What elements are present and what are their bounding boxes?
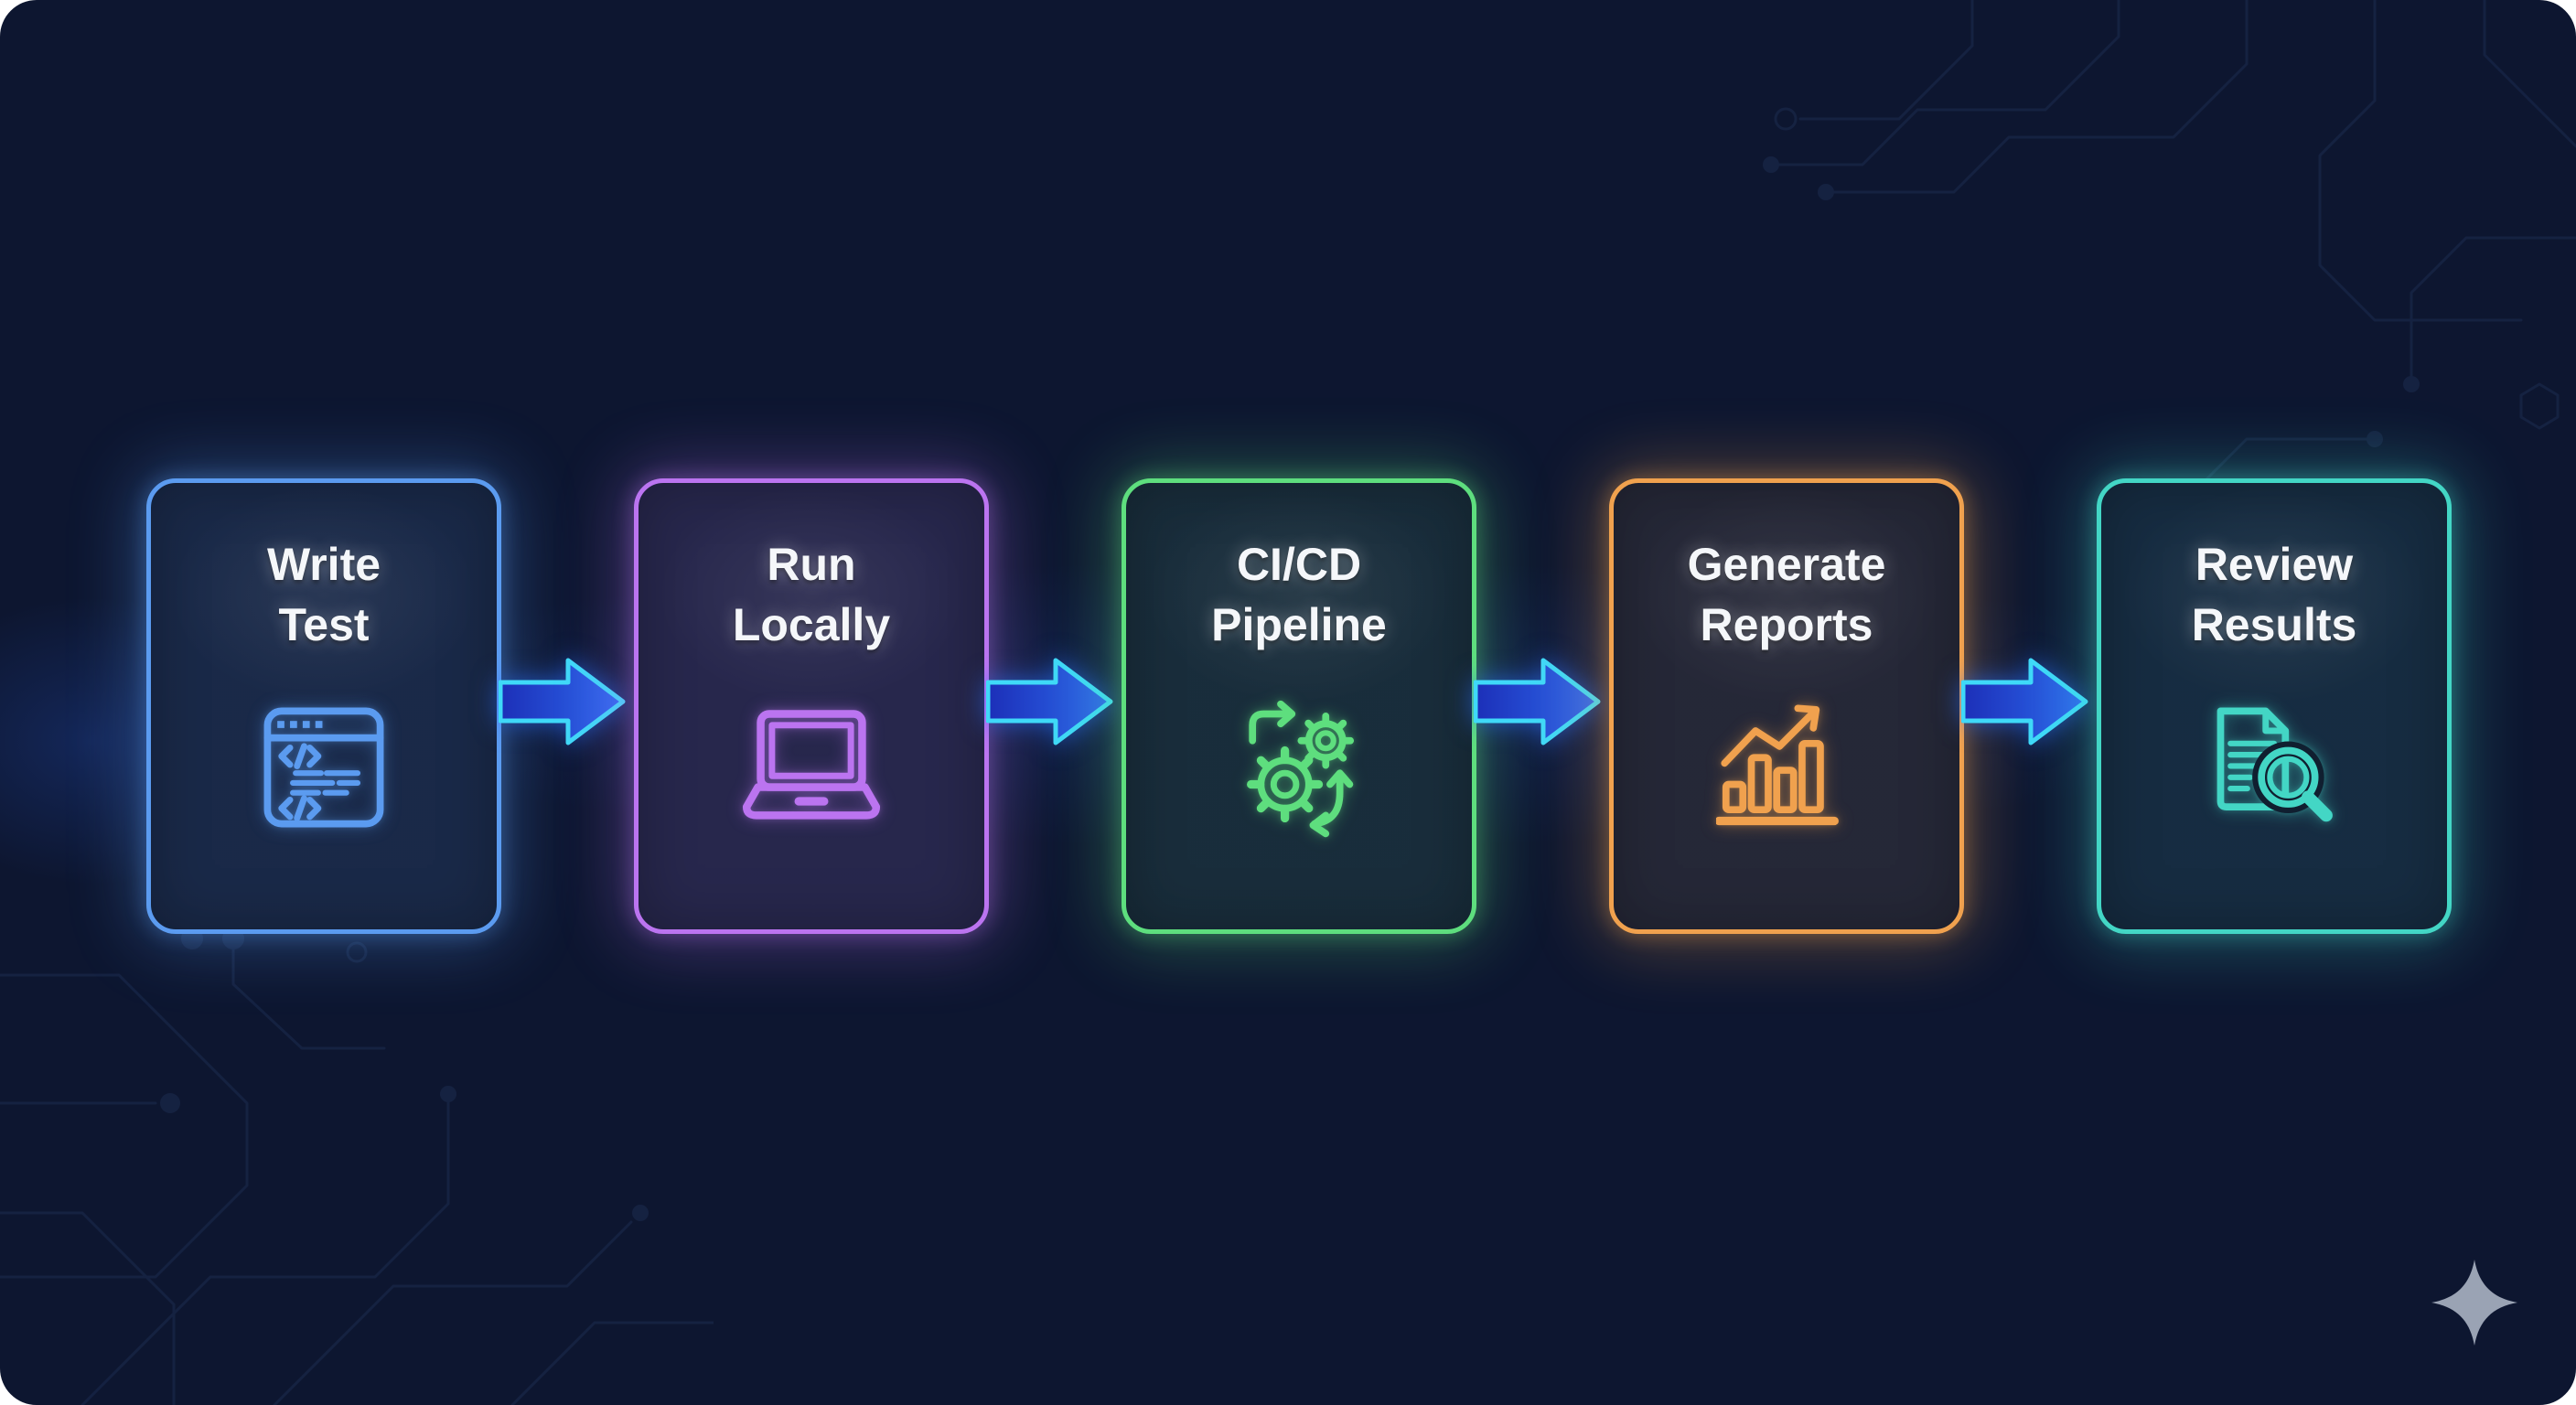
bar-chart-growth-icon [1716, 704, 1839, 826]
code-window-icon [263, 707, 384, 828]
step-card-review-results: Review Results [2097, 478, 2452, 934]
arrow-right-icon [1474, 658, 1601, 745]
arrow-right-icon [986, 658, 1113, 745]
arrow-right-icon [1961, 658, 2088, 745]
step-card-run-locally: Run Locally [634, 478, 989, 934]
circuit-pattern-top-right [1763, 0, 2576, 512]
step-label: Run Locally [732, 539, 891, 650]
document-search-icon [2216, 707, 2333, 822]
step-card-cicd-pipeline: CI/CD Pipeline [1122, 478, 1476, 934]
circuit-pattern-bottom-left [0, 928, 714, 1405]
sparkle-icon [2431, 1259, 2518, 1346]
step-label: Generate Reports [1687, 539, 1886, 650]
gears-sync-icon [1247, 700, 1355, 838]
step-card-generate-reports: Generate Reports [1609, 478, 1964, 934]
step-card-write-test: Write Test [146, 478, 501, 934]
step-label: Write Test [266, 539, 381, 650]
step-label: Review Results [2191, 539, 2357, 650]
step-label: CI/CD Pipeline [1211, 539, 1387, 650]
laptop-icon [742, 710, 881, 820]
arrow-right-icon [499, 658, 626, 745]
